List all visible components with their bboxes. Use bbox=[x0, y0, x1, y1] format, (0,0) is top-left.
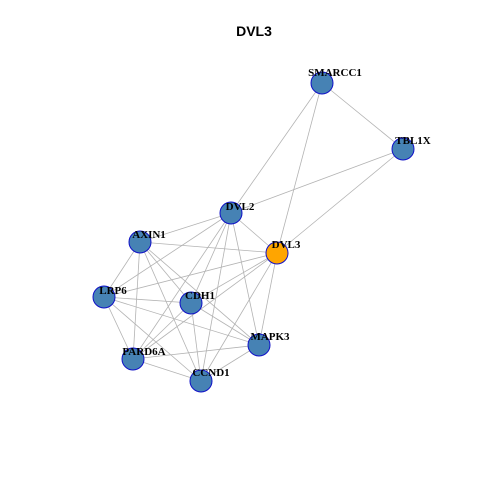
edge-dvl3-lrp6 bbox=[103, 252, 278, 298]
node-dvl2 bbox=[219, 201, 243, 225]
node-label-dvl2: DVL2 bbox=[226, 201, 255, 213]
edge-dvl2-cdh1 bbox=[190, 212, 232, 304]
edge-axin1-cdh1 bbox=[139, 241, 192, 304]
edge-axin1-pard6a bbox=[132, 241, 141, 360]
edge-axin1-ccnd1 bbox=[139, 241, 202, 382]
edge-tbl1x-dvl2 bbox=[230, 148, 404, 214]
node-label-lrp6: LRP6 bbox=[99, 285, 127, 297]
edge-pard6a-ccnd1 bbox=[132, 358, 202, 382]
node-smarcc1 bbox=[310, 71, 334, 95]
graph-title: DVL3 bbox=[236, 23, 272, 39]
edge-dvl2-axin1 bbox=[139, 212, 232, 243]
edge-cdh1-ccnd1 bbox=[190, 302, 202, 382]
node-lrp6 bbox=[92, 285, 116, 309]
edge-dvl3-ccnd1 bbox=[200, 252, 278, 382]
edge-dvl2-mapk3 bbox=[230, 212, 260, 346]
edge-cdh1-pard6a bbox=[132, 302, 192, 360]
edge-dvl3-mapk3 bbox=[258, 252, 278, 346]
edge-mapk3-pard6a bbox=[132, 344, 260, 360]
edge-axin1-dvl3 bbox=[139, 241, 278, 254]
edge-dvl2-lrp6 bbox=[103, 212, 232, 298]
node-label-pard6a: PARD6A bbox=[122, 346, 165, 358]
node-mapk3 bbox=[247, 333, 271, 357]
edge-lrp6-cdh1 bbox=[103, 296, 192, 304]
node-label-cdh1: CDH1 bbox=[185, 290, 215, 302]
node-label-smarcc1: SMARCC1 bbox=[308, 67, 362, 79]
edge-dvl2-pard6a bbox=[132, 212, 232, 360]
node-pard6a bbox=[121, 347, 145, 371]
edge-cdh1-mapk3 bbox=[190, 302, 260, 346]
node-axin1 bbox=[128, 230, 152, 254]
edge-dvl2-ccnd1 bbox=[200, 212, 232, 382]
node-label-tbl1x: TBL1X bbox=[395, 135, 431, 147]
node-ccnd1 bbox=[189, 369, 213, 393]
edge-dvl3-cdh1 bbox=[190, 252, 278, 304]
edge-lrp6-ccnd1 bbox=[103, 296, 202, 382]
edge-axin1-mapk3 bbox=[139, 241, 260, 346]
edge-smarcc1-tbl1x bbox=[321, 82, 404, 150]
node-label-axin1: AXIN1 bbox=[132, 229, 166, 241]
nodes-layer bbox=[92, 71, 415, 393]
edge-lrp6-mapk3 bbox=[103, 296, 260, 346]
node-dvl3 bbox=[265, 241, 289, 265]
edge-dvl3-pard6a bbox=[132, 252, 278, 360]
edge-tbl1x-dvl3 bbox=[276, 148, 404, 254]
node-label-dvl3: DVL3 bbox=[272, 239, 301, 251]
node-cdh1 bbox=[179, 291, 203, 315]
node-label-ccnd1: CCND1 bbox=[192, 367, 229, 379]
node-tbl1x bbox=[391, 137, 415, 161]
edge-smarcc1-dvl2 bbox=[230, 82, 323, 214]
node-label-mapk3: MAPK3 bbox=[250, 331, 290, 343]
edge-smarcc1-dvl3 bbox=[276, 82, 323, 254]
